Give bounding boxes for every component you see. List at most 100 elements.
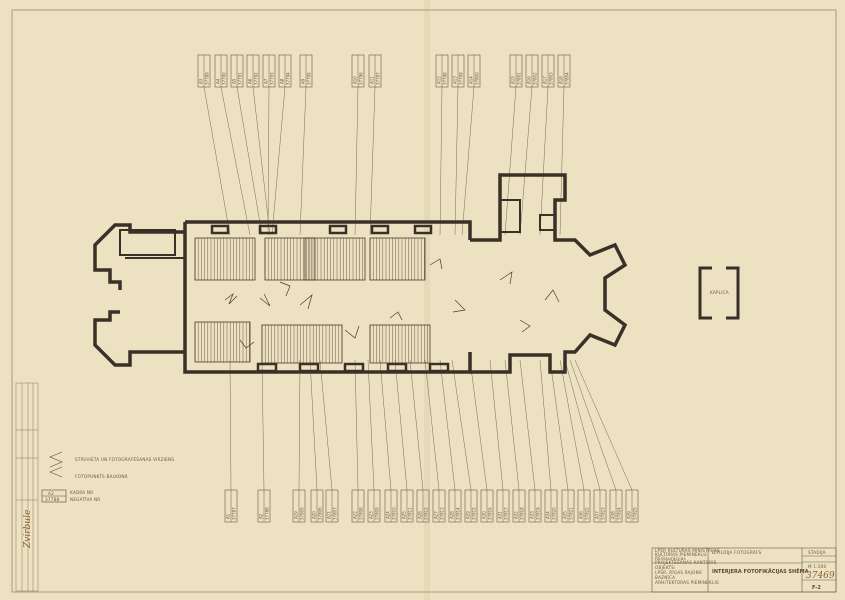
frame-number: A28 [450, 511, 455, 519]
legend-tag-desc1: KADRA NR [70, 490, 93, 495]
leader-line [309, 359, 318, 491]
legend-tag-frame: A2 [48, 491, 54, 496]
negative-number: 37800 [475, 72, 480, 85]
frame-number: A14 [469, 76, 474, 84]
signature: Zvirbule [23, 510, 33, 549]
negative-number: 37825 [633, 507, 638, 520]
fold-line [424, 0, 430, 600]
legend-tag-desc2: NEGATĪVA NR [70, 497, 100, 502]
negative-number: 37811 [408, 507, 413, 520]
leader-line [559, 86, 565, 236]
chapel-plan [698, 266, 740, 320]
negative-number: 37799 [459, 72, 464, 85]
negative-number: 37817 [504, 507, 509, 520]
negative-number: 37821 [569, 507, 574, 520]
title-block [651, 547, 837, 593]
frame-number: A35 [563, 511, 568, 519]
leader-line [298, 359, 301, 491]
frame-number: A36 [579, 511, 584, 519]
leader-line [574, 359, 633, 491]
negative-number: 37809 [375, 507, 380, 520]
leader-line [549, 359, 569, 491]
negative-number: 37818 [520, 507, 525, 520]
leader-line [267, 86, 270, 236]
frame-number: A24 [386, 511, 391, 519]
leader-line [367, 359, 375, 491]
stage-label: STADIJA [808, 550, 826, 555]
leader-line [569, 359, 617, 491]
frame-number: A27 [434, 511, 439, 519]
leader-line [229, 359, 232, 491]
church-plan [93, 173, 628, 374]
frame-number: A7 [264, 78, 269, 84]
org-line: LPSR KULTŪRAS MINISTRIJAS [655, 548, 720, 553]
frame-number: A8 [280, 78, 285, 84]
legend: STĀVVIETA UN FOTOGRAFĒŠANAS VIRZIENS FOT… [41, 451, 174, 503]
leader-line [564, 359, 601, 491]
frame-number: A18 [559, 76, 564, 84]
leader-line [539, 359, 552, 491]
negative-number: 37806 [318, 507, 323, 520]
frame-number: A20 [312, 511, 317, 519]
photo-direction-marks [224, 258, 560, 349]
leader-line [489, 359, 504, 491]
leader-line [299, 86, 307, 236]
leader-line [261, 359, 265, 491]
negative-number: 37797 [376, 72, 381, 85]
frame-number: A12 [437, 76, 442, 84]
pews [194, 237, 431, 364]
leader-line [252, 86, 271, 236]
legend-balcony: FOTOPUNKTS BALKONĀ [75, 474, 128, 479]
leader-line [469, 359, 488, 491]
negative-number: 37824 [617, 507, 622, 520]
frame-number: A29 [466, 511, 471, 519]
negative-number: 37795 [307, 72, 312, 85]
frame-number: A19 [294, 511, 299, 519]
chapel-label: KAPLICA [710, 290, 729, 295]
negative-number: 37798 [443, 72, 448, 85]
negative-number: 37813 [440, 507, 445, 520]
frame-number: A2 [259, 513, 264, 519]
frame-number: A39 [627, 511, 632, 519]
object-line: OBJEKTS: [655, 565, 676, 570]
direction-symbol-icon [49, 451, 63, 468]
frame-number: A17 [543, 76, 548, 84]
negative-number: 37815 [472, 507, 477, 520]
frame-number: A33 [530, 511, 535, 519]
negative-number: 37820 [552, 507, 557, 520]
leader-line [439, 359, 456, 491]
negative-number: 37787 [232, 507, 237, 520]
leader-line [379, 359, 392, 491]
leader-line [439, 86, 443, 236]
frame-number: A37 [595, 511, 600, 519]
frame-number: A30 [482, 511, 487, 519]
legend-tag-negative: 37788 [45, 497, 59, 502]
balcony-symbol-icon [49, 466, 63, 478]
negative-number: 37810 [392, 507, 397, 520]
revision-stamp [15, 382, 39, 592]
leader-line [539, 86, 549, 236]
frame-number: A31 [498, 511, 503, 519]
